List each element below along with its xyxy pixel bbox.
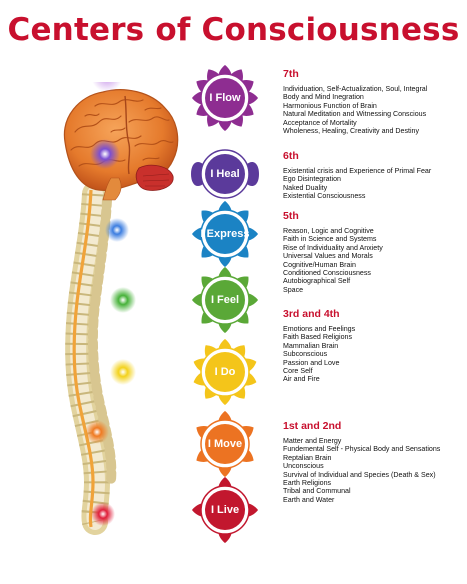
throat-chakra-point — [105, 218, 129, 242]
chakra-label: I Heal — [210, 168, 240, 180]
lotus-chakra-icon — [191, 149, 259, 199]
chakra-label: I Flow — [209, 92, 241, 104]
level-item: Individuation, Self-Actualization, Soul,… — [283, 85, 428, 93]
level-heading: 3rd and 4th — [283, 308, 340, 320]
level-heading: 6th — [283, 150, 299, 162]
chakra-label: I Do — [214, 366, 236, 378]
level-items: Individuation, Self-Actualization, Soul,… — [283, 85, 465, 135]
level-item: Natural Meditation and Witnessing Consci… — [283, 110, 427, 119]
level-item: Ego Disintegration — [283, 175, 341, 184]
chakra-label: I Live — [210, 504, 240, 516]
level-item: Fundemental Self - Physical Body and Sen… — [283, 445, 441, 454]
chakra-2: I Heal — [191, 140, 259, 208]
level-item: Rise of Individuality and Anxiety — [283, 243, 383, 252]
level-item: Naked Duality — [283, 183, 328, 192]
chakra-label: I Feel — [210, 294, 240, 306]
level-item: Survival of Individual and Species (Deat… — [283, 470, 436, 479]
level-item: Air and Fire — [283, 375, 320, 384]
level-items: Existential crisis and Experience of Pri… — [283, 167, 465, 201]
level-item: Cognitive/Human Brain — [283, 260, 356, 269]
chakra-label: I Move — [207, 438, 243, 450]
chakra-6: I Move — [191, 410, 259, 478]
level-item: Autobiographical Self — [283, 277, 351, 286]
chakra-label: I Express — [200, 228, 250, 240]
level-item: Faith Based Religions — [283, 333, 353, 342]
level-item: Matter and Energy — [283, 437, 342, 445]
level-item: Emotions and Feelings — [283, 325, 356, 333]
level-heading: 7th — [283, 68, 299, 80]
level-item: Core Self — [283, 367, 313, 376]
lotus-chakra-icon — [192, 267, 258, 333]
level-item: Reptalian Brain — [283, 453, 332, 462]
level-item: Reason, Logic and Cognitive — [283, 227, 374, 235]
page-title: Centers of Consciousness — [7, 12, 460, 48]
level-item: Body and Mind Inegration — [283, 93, 364, 102]
level-item: Conditioned Consciousness — [283, 269, 371, 278]
chakra-5: I Do — [191, 338, 259, 406]
lotus-chakra-icon — [193, 339, 257, 405]
heart-chakra-point — [110, 287, 136, 313]
lotus-chakra-icon — [192, 65, 258, 131]
solar-plexus-chakra-point — [110, 359, 136, 385]
level-item: Subconscious — [283, 350, 328, 359]
lotus-chakra-icon — [196, 411, 254, 477]
chakra-3: I Express — [191, 200, 259, 268]
level-item: Mammalian Brain — [283, 341, 339, 350]
lotus-chakra-icon — [192, 477, 258, 543]
spine — [65, 181, 117, 535]
level-item: Tribal and Communal — [283, 487, 351, 496]
third-eye-chakra-point — [90, 139, 120, 169]
level-item: Earth Religions — [283, 479, 332, 488]
level-item: Wholeness, Healing, Creativity and Desti… — [283, 127, 420, 136]
crown-chakra-point — [92, 82, 122, 92]
level-item: Earth and Water — [283, 495, 335, 504]
level-item: Harmonious Function of Brain — [283, 101, 377, 110]
chakra-7: I Live — [191, 476, 259, 544]
level-heading: 5th — [283, 210, 299, 222]
chakra-1: I Flow — [191, 64, 259, 132]
level-item: Existential Consciousness — [283, 192, 366, 201]
lotus-chakra-icon — [192, 201, 258, 267]
level-item: Universal Values and Morals — [283, 252, 373, 261]
level-item: Space — [283, 285, 304, 294]
level-item: Unconscious — [283, 462, 324, 471]
brain-spine-figure — [63, 82, 179, 535]
brain — [63, 89, 179, 201]
sacral-chakra-point — [85, 420, 109, 444]
level-item: Existential crisis and Experience of Pri… — [283, 167, 432, 175]
level-item: Acceptance of Mortality — [283, 118, 357, 127]
chakra-4: I Feel — [191, 266, 259, 334]
level-heading: 1st and 2nd — [283, 420, 342, 432]
level-item: Faith in Science and Systems — [283, 235, 377, 244]
root-chakra-point — [91, 502, 115, 526]
level-item: Passion and Love — [283, 358, 340, 367]
